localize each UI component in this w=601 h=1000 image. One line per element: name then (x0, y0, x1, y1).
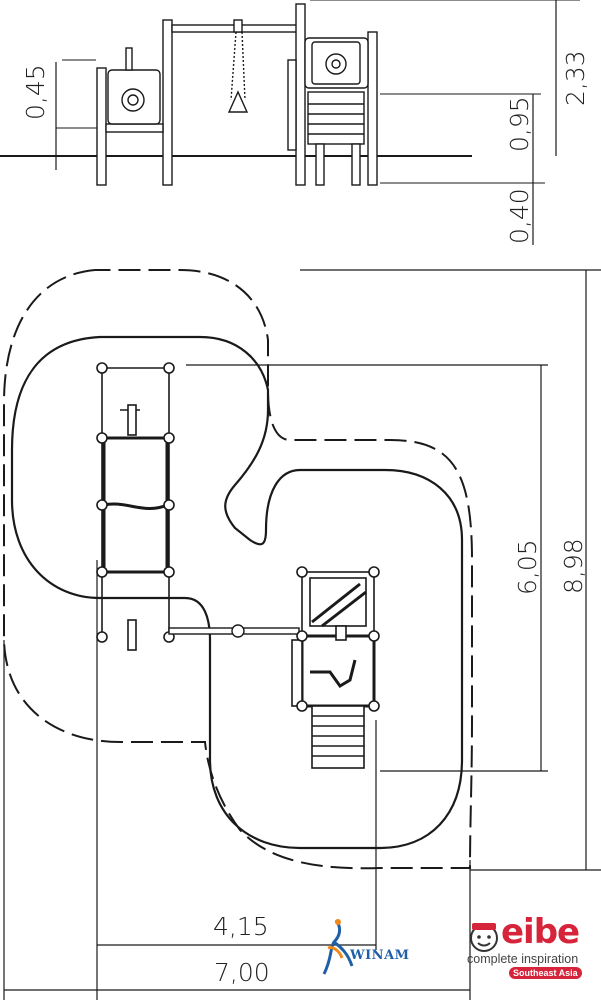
dim-label-width-total: 7,00 (214, 958, 270, 987)
swing-seat-plan (231, 624, 245, 638)
winam-logo: WINAM (318, 918, 438, 980)
swing-seat (227, 90, 249, 113)
dim-label-below-ground: 0,40 (505, 188, 534, 244)
swing-chain-right (241, 31, 246, 101)
eibe-logo: eibe complete inspiration Southeast Asia (465, 912, 597, 979)
right-tower-stairs (307, 91, 365, 145)
dim-label-platform-height: 0,45 (21, 64, 50, 120)
eibe-tagline: complete inspiration (467, 952, 579, 966)
right-tower-plan (291, 566, 380, 769)
plan-dimension-lines (3, 269, 601, 1000)
right-tower-post-right (367, 31, 378, 186)
winam-figure-icon (322, 919, 354, 975)
dim-label-depth-total: 8,98 (559, 538, 588, 594)
right-tower-roof (304, 37, 369, 89)
dim-label-deck-height: 0,95 (505, 96, 534, 152)
left-tower-deck (105, 123, 164, 133)
right-tower-post-left (295, 3, 306, 186)
swing-chain-left (230, 31, 237, 101)
elevation-view (0, 0, 580, 245)
plan-view (3, 269, 601, 1000)
eibe-wordmark: eibe (501, 912, 580, 952)
left-tower-panel (107, 69, 161, 125)
winam-wordmark: WINAM (350, 948, 410, 963)
dim-label-width-inner: 4,15 (213, 912, 269, 941)
dim-label-depth-inner: 6,05 (513, 539, 542, 595)
left-tower-plan (96, 362, 175, 651)
right-tower-panel (311, 41, 361, 85)
eibe-region-badge: Southeast Asia (509, 967, 582, 979)
safety-zone-outer (3, 269, 473, 870)
eibe-face-icon (470, 923, 498, 952)
swing-beam-plan (168, 624, 300, 638)
fall-zone-inner (10, 335, 464, 850)
dim-label-total-height: 2,33 (561, 50, 590, 106)
left-tower-post-left (96, 67, 107, 186)
left-tower-post-right (162, 19, 173, 186)
steering-wheel-right (325, 53, 347, 75)
steering-wheel-left (121, 88, 145, 112)
